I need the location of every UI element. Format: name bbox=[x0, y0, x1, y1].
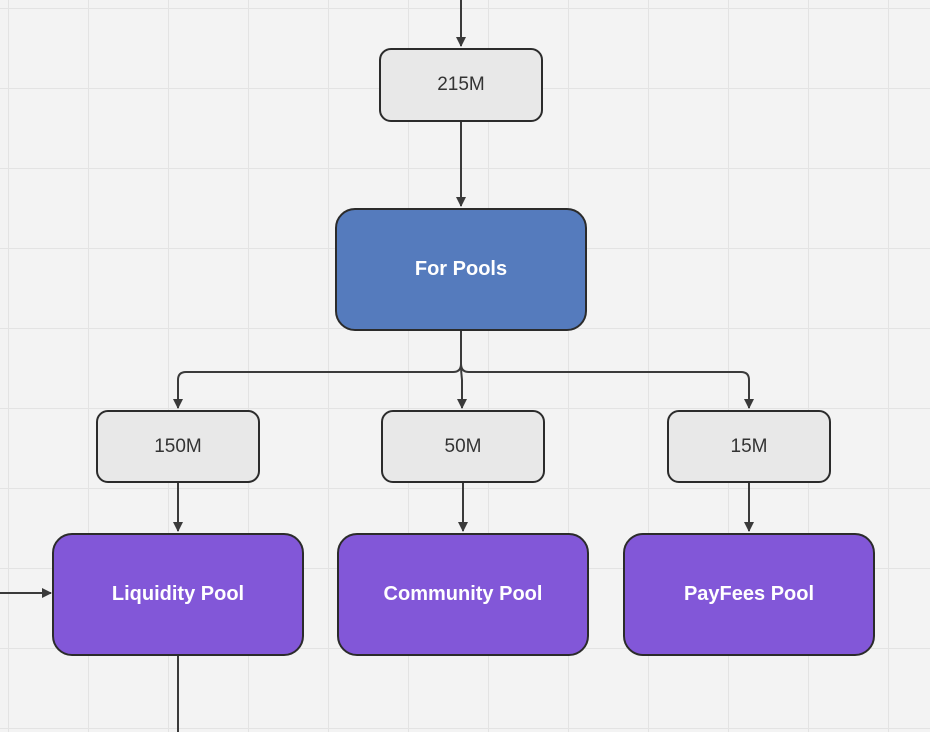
amount-box-215m[interactable]: 215M bbox=[379, 48, 543, 122]
connector-branch-left bbox=[173, 363, 462, 409]
amount-label: 50M bbox=[444, 435, 482, 457]
amount-label: 15M bbox=[730, 435, 768, 457]
amount-label: 215M bbox=[437, 74, 485, 95]
amount-box-50m[interactable]: 50M bbox=[381, 410, 545, 483]
payfees-pool-box[interactable]: PayFees Pool bbox=[623, 533, 875, 656]
liquidity-pool-box[interactable]: Liquidity Pool bbox=[52, 533, 304, 656]
for-pools-box[interactable]: For Pools bbox=[335, 208, 587, 331]
amount-label: 150M bbox=[154, 435, 202, 457]
for-pools-label: For Pools bbox=[414, 258, 508, 280]
pool-label: Community Pool bbox=[383, 583, 543, 605]
connector-branch-right bbox=[460, 363, 754, 409]
connector-branch-center bbox=[457, 363, 467, 409]
amount-box-15m[interactable]: 15M bbox=[667, 410, 831, 483]
pool-label: Liquidity Pool bbox=[111, 583, 245, 605]
community-pool-box[interactable]: Community Pool bbox=[337, 533, 589, 656]
amount-box-150m[interactable]: 150M bbox=[96, 410, 260, 483]
pool-label: PayFees Pool bbox=[683, 583, 815, 605]
